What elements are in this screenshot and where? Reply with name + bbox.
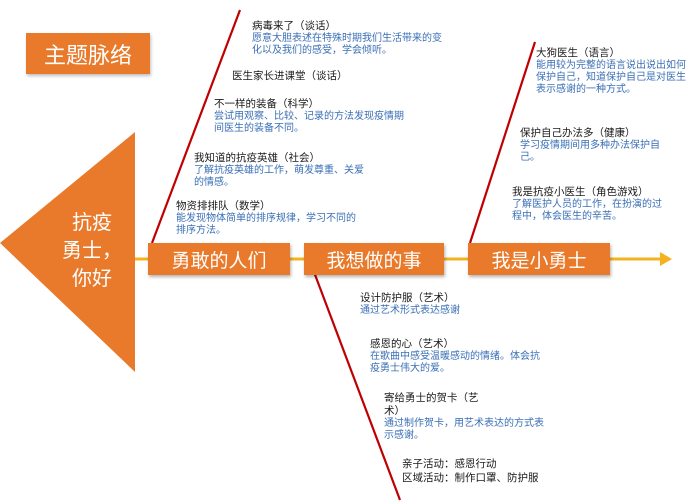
item-title: 寄给勇士的贺卡（艺术） [384, 392, 479, 417]
item-title: 我知道的抗疫英雄（社会） [194, 152, 320, 164]
item-desc: 通过艺术形式表达感谢 [360, 305, 460, 316]
spine-box-brave-people: 勇敢的人们 [148, 243, 290, 275]
branch1-item-3: 不一样的装备（科学） 尝试用观察、比较、记录的方法发现疫情期间医生的装备不同。 [214, 98, 404, 135]
branch3-item-1: 大狗医生（语言） 能用较为完整的语言说出说出如何保护自己，知道保护自己是对医生表… [536, 47, 686, 96]
item-title: 区域活动：制作口罩、防护服 [402, 472, 539, 484]
branch-line-want [312, 271, 402, 501]
item-desc: 了解抗疫英雄的工作，萌发尊重、关爱的情感。 [194, 165, 364, 188]
head-line-3: 你好 [72, 266, 112, 290]
spine-arrowhead [660, 252, 672, 266]
head-text: 抗疫 勇士， 你好 [52, 208, 132, 292]
item-title: 设计防护服（艺术） [360, 292, 455, 304]
branch3-item-3: 我是抗疫小医生（角色游戏） 了解医护人员的工作，在扮演的过程中，体会医生的辛苦。 [512, 186, 662, 223]
item-desc: 了解医护人员的工作，在扮演的过程中，体会医生的辛苦。 [512, 199, 662, 222]
item-desc: 能用较为完整的语言说出说出如何保护自己，知道保护自己是对医生表示感谢的一种方式。 [536, 60, 686, 95]
branch2-item-3: 寄给勇士的贺卡（艺术） 通过制作贺卡，用艺术表达的方式表示感谢。 [384, 392, 544, 442]
item-title: 感恩的心（艺术） [370, 338, 454, 350]
branch1-item-1: 病毒来了（谈话） 愿意大胆表述在特殊时期我们生活带来的变化以及我们的感受，学会倾… [252, 20, 442, 57]
item-title: 医生家长进课堂（谈话） [232, 70, 348, 82]
branch2-item-5: 区域活动：制作口罩、防护服 [402, 472, 592, 485]
item-title: 保护自己办法多（健康） [520, 127, 636, 139]
item-title: 大狗医生（语言） [536, 47, 620, 59]
page-title: 主题脉络 [26, 33, 150, 74]
item-title: 亲子活动：感恩行动 [402, 458, 497, 470]
branch-line-little [468, 41, 537, 244]
branch-line-brave [150, 9, 242, 244]
item-desc: 学习疫情期间用多种办法保护自己。 [520, 140, 660, 163]
item-title: 不一样的装备（科学） [214, 98, 319, 110]
branch1-item-5: 物资排排队（数学） 能发现物体简单的排序规律，学习不同的排序方法。 [176, 200, 356, 237]
fish-head [0, 132, 135, 372]
item-desc: 在歌曲中感受温暖感动的情绪。体会抗疫勇士伟大的爱。 [370, 351, 540, 374]
item-title: 我是抗疫小医生（角色游戏） [512, 186, 649, 198]
item-desc: 通过制作贺卡，用艺术表达的方式表示感谢。 [384, 418, 544, 441]
spine-box-little-warrior: 我是小勇士 [468, 243, 610, 275]
branch3-item-2: 保护自己办法多（健康） 学习疫情期间用多种办法保护自己。 [520, 127, 672, 164]
spine-box-things-to-do: 我想做的事 [304, 243, 444, 275]
branch2-item-4: 亲子活动：感恩行动 [402, 458, 572, 471]
item-title: 病毒来了（谈话） [252, 20, 336, 32]
branch2-item-2: 感恩的心（艺术） 在歌曲中感受温暖感动的情绪。体会抗疫勇士伟大的爱。 [370, 338, 540, 375]
branch2-item-1: 设计防护服（艺术） 通过艺术形式表达感谢 [360, 292, 530, 317]
item-desc: 尝试用观察、比较、记录的方法发现疫情期间医生的装备不同。 [214, 111, 404, 134]
head-line-1: 抗疫 [72, 210, 112, 234]
item-desc: 能发现物体简单的排序规律，学习不同的排序方法。 [176, 213, 356, 236]
head-line-2: 勇士， [62, 238, 122, 262]
branch1-item-2: 医生家长进课堂（谈话） [232, 70, 402, 83]
item-desc: 愿意大胆表述在特殊时期我们生活带来的变化以及我们的感受，学会倾听。 [252, 33, 442, 56]
item-title: 物资排排队（数学） [176, 200, 271, 212]
branch1-item-4: 我知道的抗疫英雄（社会） 了解抗疫英雄的工作，萌发尊重、关爱的情感。 [194, 152, 366, 189]
